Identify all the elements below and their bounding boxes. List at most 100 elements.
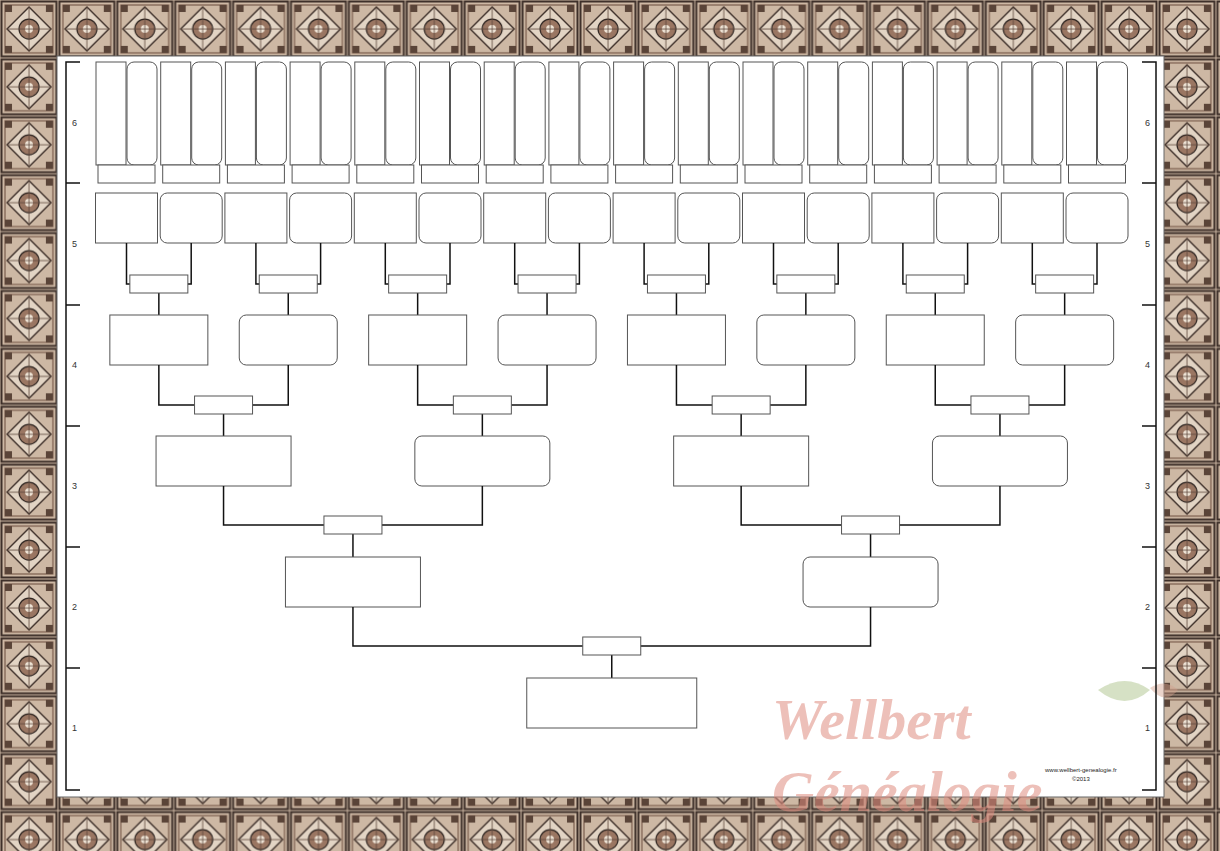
marriage-box: [259, 275, 317, 293]
ancestor-box: [386, 62, 416, 165]
generation-number: 6: [72, 118, 77, 129]
ancestor-box: [420, 62, 450, 165]
ancestor-box: [678, 62, 708, 165]
leaf-logo: [1098, 681, 1178, 701]
generation-number: 2: [72, 602, 77, 613]
ancestor-box: [127, 62, 157, 165]
generation-number: 1: [72, 723, 77, 734]
child-connector: [805, 293, 807, 315]
ancestor-box: [354, 193, 416, 243]
child-connector: [999, 414, 1001, 436]
ancestor-box: [549, 62, 579, 165]
child-connector: [611, 655, 613, 678]
child-connector: [935, 293, 937, 315]
ancestor-box: [937, 62, 967, 165]
ancestor-box: [161, 62, 191, 165]
generation-bracket: [66, 62, 80, 790]
generation-number: 4: [72, 360, 77, 371]
generation-number: 1: [1145, 723, 1150, 734]
marriage-box: [874, 165, 931, 183]
ancestor-box: [807, 193, 869, 243]
ancestor-box: [290, 193, 352, 243]
marriage-box: [292, 165, 349, 183]
generation-tick: [66, 425, 80, 427]
ancestor-box: [96, 62, 126, 165]
marriage-box: [422, 165, 479, 183]
copyright-note: ©2013: [1072, 775, 1090, 783]
generation-number: 4: [1145, 360, 1150, 371]
ancestor-box: [613, 193, 675, 243]
marriage-box: [324, 516, 382, 534]
ancestor-box: [451, 62, 481, 165]
ancestor-box: [627, 315, 725, 365]
ancestor-box: [872, 62, 902, 165]
marriage-box: [130, 275, 188, 293]
website-note: www.wellbert-genealogie.fr: [1045, 766, 1117, 774]
child-connector: [288, 293, 290, 315]
generation-tick: [66, 304, 80, 306]
marriage-box: [842, 516, 900, 534]
marriage-box: [98, 165, 155, 183]
generation-number: 5: [72, 239, 77, 250]
marriage-box: [1036, 275, 1094, 293]
ancestor-box: [743, 193, 805, 243]
ancestor-box: [498, 315, 596, 365]
ancestor-box: [369, 315, 467, 365]
generation-tick: [1142, 667, 1156, 669]
generation-number: 2: [1145, 602, 1150, 613]
ancestor-box: [225, 193, 287, 243]
ancestor-box: [419, 193, 481, 243]
generation-tick: [1142, 304, 1156, 306]
marriage-box: [583, 637, 641, 655]
marriage-box: [486, 165, 543, 183]
child-connector: [676, 293, 678, 315]
ancestor-box: [96, 193, 158, 243]
ancestor-box: [160, 193, 222, 243]
ancestor-box: [355, 62, 385, 165]
marriage-box: [616, 165, 673, 183]
ancestor-box: [484, 62, 514, 165]
ancestor-box: [839, 62, 869, 165]
child-connector: [1064, 293, 1066, 315]
generation-tick: [66, 546, 80, 548]
marriage-box: [453, 396, 511, 414]
ancestor-box: [290, 62, 320, 165]
ancestor-box: [1033, 62, 1063, 165]
marriage-box: [777, 275, 835, 293]
generation-tick: [66, 667, 80, 669]
ancestor-box: [968, 62, 998, 165]
child-connector: [223, 414, 225, 436]
generation-tick: [1142, 546, 1156, 548]
generation-number: 3: [72, 481, 77, 492]
marriage-box: [810, 165, 867, 183]
ancestor-box: [645, 62, 675, 165]
ancestor-box: [321, 62, 351, 165]
child-connector: [740, 414, 742, 436]
ancestor-box: [225, 62, 255, 165]
child-connector: [158, 293, 160, 315]
marriage-box: [389, 275, 447, 293]
ancestor-box: [774, 62, 804, 165]
marriage-box: [906, 275, 964, 293]
ancestor-box: [415, 436, 550, 486]
ancestor-box: [515, 62, 545, 165]
ancestor-box: [743, 62, 773, 165]
child-connector: [417, 293, 419, 315]
ancestor-box: [285, 557, 420, 607]
ancestor-box: [872, 193, 934, 243]
marriage-box: [227, 165, 284, 183]
generation-number: 5: [1145, 239, 1150, 250]
ancestor-box: [1098, 62, 1128, 165]
ancestor-box: [903, 62, 933, 165]
marriage-box: [971, 396, 1029, 414]
child-connector: [546, 293, 548, 315]
child-connector: [482, 414, 484, 436]
ancestor-box: [674, 436, 809, 486]
marriage-box: [551, 165, 608, 183]
marriage-box: [357, 165, 414, 183]
ancestor-box: [803, 557, 938, 607]
ancestor-box: [256, 62, 286, 165]
watermark: Wellbert Généalogie: [772, 684, 1112, 828]
